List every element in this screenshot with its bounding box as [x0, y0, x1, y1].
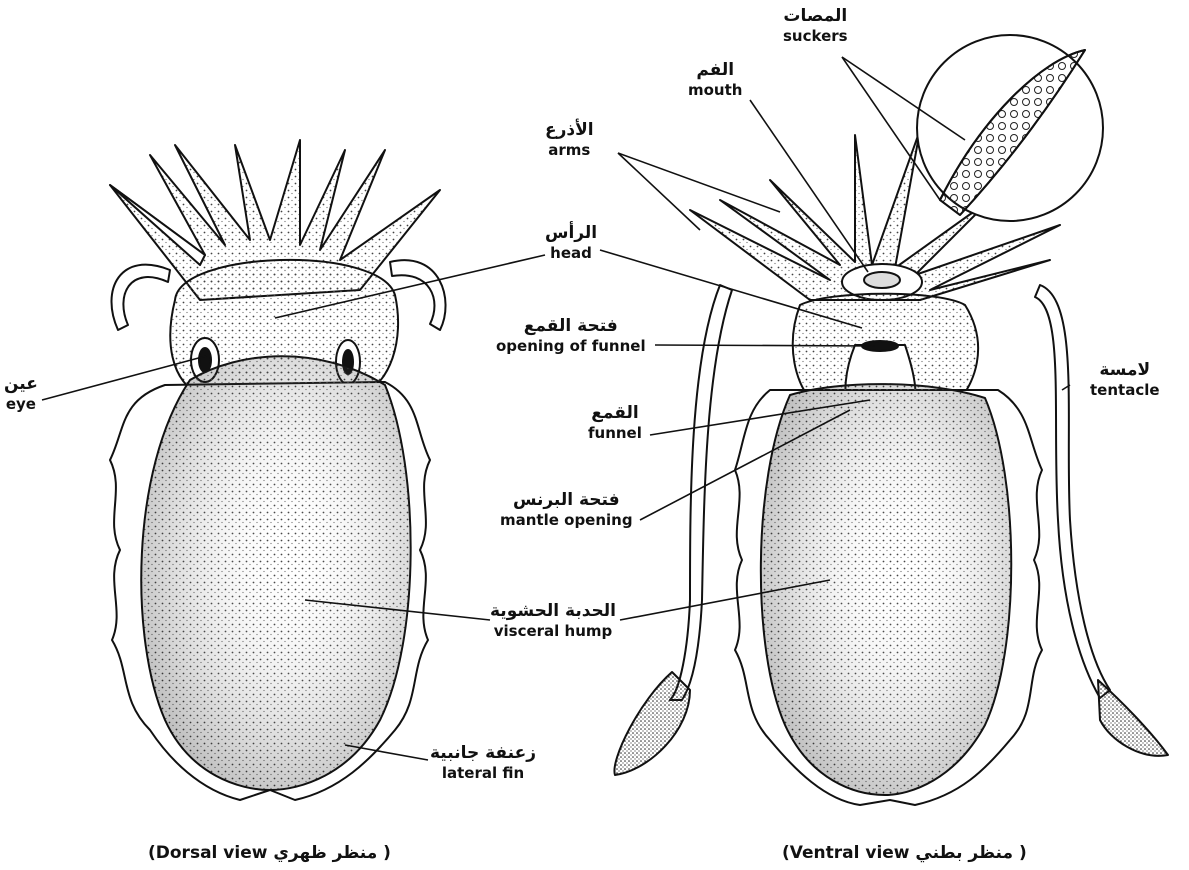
label-arms: الأذرع arms	[545, 122, 594, 159]
label-mouth-en: mouth	[688, 83, 742, 99]
label-suckers-en: suckers	[783, 29, 848, 45]
label-funnel-ar: القمع	[588, 405, 642, 423]
label-suckers-ar: المصات	[783, 8, 848, 26]
label-mouth: الفم mouth	[688, 62, 742, 99]
label-visceral-hump: الحدبة الحشوية visceral hump	[490, 603, 616, 640]
dorsal-view	[110, 140, 446, 800]
label-eye-ar: عين	[4, 376, 38, 394]
label-opening-of-funnel-en: opening of funnel	[496, 339, 646, 355]
label-lateral-fin: زعنفة جانبية lateral fin	[430, 745, 536, 782]
label-arms-en: arms	[545, 143, 594, 159]
label-tentacle: لامسة tentacle	[1090, 362, 1160, 399]
label-tentacle-en: tentacle	[1090, 383, 1160, 399]
label-lateral-fin-ar: زعنفة جانبية	[430, 745, 536, 763]
label-head-ar: الرأس	[545, 225, 597, 243]
label-visceral-hump-en: visceral hump	[490, 624, 616, 640]
label-suckers: المصات suckers	[783, 8, 848, 45]
ventral-tentacle-right	[1035, 285, 1110, 698]
label-opening-of-funnel: فتحة القمع opening of funnel	[496, 318, 646, 355]
dorsal-tentacle-left	[111, 265, 170, 330]
label-funnel: القمع funnel	[588, 405, 642, 442]
label-lateral-fin-en: lateral fin	[430, 766, 536, 782]
label-visceral-hump-ar: الحدبة الحشوية	[490, 603, 616, 621]
ventral-tentacle-club-right	[1098, 680, 1168, 756]
label-mantle-opening: فتحة البرنس mantle opening	[500, 492, 633, 529]
label-eye-en: eye	[4, 397, 38, 413]
label-eye: عين eye	[4, 376, 38, 413]
label-mantle-opening-ar: فتحة البرنس	[500, 492, 633, 510]
label-head-en: head	[545, 246, 597, 262]
ventral-tentacle-left	[670, 285, 732, 700]
caption-dorsal-view: (Dorsal view منظر ظهري )	[148, 843, 391, 863]
ventral-view	[614, 35, 1168, 805]
label-funnel-en: funnel	[588, 426, 642, 442]
ventral-tentacle-club-left	[614, 672, 690, 775]
caption-ventral-view: (Ventral view منظر بطني )	[782, 843, 1027, 863]
label-head: الرأس head	[545, 225, 597, 262]
label-arms-ar: الأذرع	[545, 122, 594, 140]
label-opening-of-funnel-ar: فتحة القمع	[496, 318, 646, 336]
label-mantle-opening-en: mantle opening	[500, 513, 633, 529]
label-mouth-ar: الفم	[688, 62, 742, 80]
label-tentacle-ar: لامسة	[1090, 362, 1160, 380]
